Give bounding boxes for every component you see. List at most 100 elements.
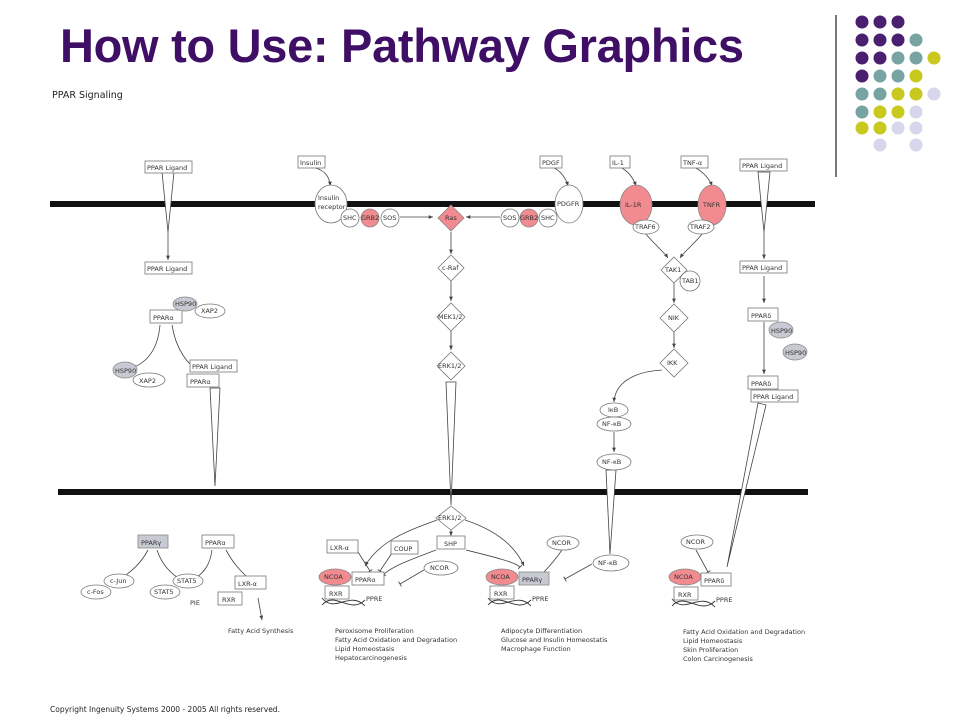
svg-text:PPARα: PPARα (355, 576, 376, 584)
svg-text:GRB2: GRB2 (361, 214, 379, 222)
svg-text:MEK1/2: MEK1/2 (438, 313, 462, 321)
svg-text:PPARα: PPARα (153, 314, 174, 322)
node-pparg-nucleus-left: PPARγ (137, 534, 169, 549)
decorative-dot-grid (855, 15, 941, 152)
svg-text:NCOR: NCOR (552, 539, 572, 547)
node-tab1: TAB1 (679, 270, 701, 292)
outcome-list-delta: Fatty Acid Oxidation and Degradation Lip… (683, 628, 805, 663)
node-il1: IL-1 (609, 155, 631, 169)
svg-text:Lipid Homeostasis: Lipid Homeostasis (683, 637, 743, 645)
slide-title: How to Use: Pathway Graphics (60, 19, 744, 72)
node-ppar-ligand-top-right: PPAR Ligand (739, 158, 788, 172)
svg-text:NCOA: NCOA (491, 573, 510, 581)
svg-text:SHP: SHP (444, 540, 457, 548)
svg-text:TRAF6: TRAF6 (634, 223, 656, 231)
node-stat5-lower: STAT5 (149, 584, 181, 600)
svg-text:PPARγ: PPARγ (522, 576, 542, 584)
svg-text:NCOR: NCOR (430, 564, 450, 572)
svg-text:NF-κB: NF-κB (602, 458, 621, 466)
node-ppar-ligand-mid-right: PPAR Ligand (739, 260, 788, 274)
node-ncoa-alpha: NCOA (318, 568, 352, 586)
svg-text:LXR-α: LXR-α (330, 544, 349, 552)
node-shp: SHP (436, 535, 466, 550)
svg-text:PPARδ: PPARδ (751, 380, 771, 388)
svg-text:PPAR Ligand: PPAR Ligand (147, 164, 187, 172)
node-lxra-left: LXR-α (234, 575, 267, 590)
svg-text:XAP2: XAP2 (201, 307, 218, 315)
node-nfkb-lower: NF-κB (596, 453, 632, 471)
svg-text:ERK1/2: ERK1/2 (438, 514, 461, 522)
svg-text:ERK1/2: ERK1/2 (438, 362, 461, 370)
svg-text:TNFR: TNFR (702, 201, 721, 209)
svg-text:PPAR Ligand: PPAR Ligand (742, 162, 782, 170)
node-ikb: IκB (599, 402, 629, 418)
pathway-title: PPAR Signaling (52, 90, 123, 101)
node-hsp90-left: HSP90 (112, 361, 138, 379)
node-ppard-cytosol: PPARδ (747, 307, 779, 322)
svg-text:c-Fos: c-Fos (87, 588, 104, 596)
svg-text:IκB: IκB (608, 406, 618, 414)
svg-text:HSP90: HSP90 (175, 300, 196, 308)
node-nfkb-nucleus: NF-κB (592, 554, 630, 572)
svg-text:TNF-α: TNF-α (682, 159, 702, 167)
node-ppara-nucleus-center: PPARα (351, 571, 385, 586)
svg-text:TRAF2: TRAF2 (689, 223, 711, 231)
svg-text:HSP90: HSP90 (115, 367, 136, 375)
node-ncoa-gamma: NCOA (485, 568, 519, 586)
node-rxr-alpha: RXR (324, 585, 350, 600)
svg-text:c-Raf: c-Raf (442, 264, 459, 272)
node-ppar-ligand-mid-left: PPAR Ligand (144, 261, 193, 275)
svg-text:SOS: SOS (383, 214, 396, 222)
node-shc-right: SHC (538, 208, 558, 228)
svg-text:PDGFR: PDGFR (557, 200, 580, 208)
node-traf6: TRAF6 (632, 219, 660, 235)
node-ppar-ligand-lower-right: PPAR Ligand (750, 389, 799, 403)
svg-text:RXR: RXR (494, 590, 508, 598)
svg-text:Lipid Homeostasis: Lipid Homeostasis (335, 645, 395, 653)
node-nfkb-cytosol: NF-κB (596, 416, 632, 432)
svg-text:NF-κB: NF-κB (598, 559, 617, 567)
svg-text:Adipocyte Differentiation: Adipocyte Differentiation (501, 627, 582, 635)
svg-text:Ras: Ras (445, 214, 457, 222)
node-hsp90-right-2: HSP90 (782, 343, 808, 361)
node-il1r: IL-1R (619, 184, 653, 226)
svg-text:NCOA: NCOA (324, 573, 343, 581)
node-xap2-top: XAP2 (194, 303, 226, 319)
node-coup: COUP (390, 540, 419, 555)
svg-text:SHC: SHC (343, 214, 357, 222)
node-hsp90-top: HSP90 (172, 296, 198, 312)
svg-text:RXR: RXR (222, 596, 236, 604)
label-ppre-delta: PPRE (716, 596, 732, 604)
outcome-list-alpha: Peroxisome Proliferation Fatty Acid Oxid… (335, 627, 457, 662)
svg-text:Fatty Acid Oxidation and Degra: Fatty Acid Oxidation and Degradation (335, 636, 457, 644)
outcome-fatty-acid-synthesis: Fatty Acid Synthesis (228, 627, 294, 635)
node-ppara-lower-left: PPARα (186, 373, 220, 388)
node-sos-left: SOS (380, 208, 400, 228)
svg-text:LXR-α: LXR-α (238, 580, 257, 588)
node-pdgfr: PDGFR (554, 184, 584, 224)
node-cjun: c-Jun (103, 573, 135, 589)
svg-text:IL-1R: IL-1R (625, 201, 642, 209)
node-cfos: c-Fos (80, 584, 112, 600)
svg-text:GRB2: GRB2 (520, 214, 538, 222)
label-ppre-alpha: PPRE (366, 595, 382, 603)
node-ppard-nucleus: PPARδ (700, 572, 732, 587)
node-ncor-gamma: NCOR (546, 535, 580, 551)
node-ncoa-delta: NCOA (668, 568, 702, 586)
svg-text:TAK1: TAK1 (664, 266, 681, 274)
svg-text:RXR: RXR (678, 591, 692, 599)
node-ppar-ligand-top-left: PPAR Ligand (144, 160, 193, 174)
node-ppar-ligand-lower-left: PPAR Ligand (189, 359, 238, 373)
svg-text:Insulin: Insulin (300, 159, 321, 167)
node-lxra-center: LXR-α (326, 539, 359, 554)
svg-text:PPARα: PPARα (190, 378, 211, 386)
node-erk12-cytosol: ERK1/2 (436, 351, 466, 381)
node-insulin: Insulin (297, 155, 326, 169)
node-sos-right: SOS (500, 208, 520, 228)
svg-text:RXR: RXR (329, 590, 343, 598)
svg-text:PDGF: PDGF (542, 159, 560, 167)
copyright-notice: Copyright Ingenuity Systems 2000 - 2005 … (50, 705, 280, 714)
node-ppard-ligand-bound: PPARδ (747, 375, 779, 390)
